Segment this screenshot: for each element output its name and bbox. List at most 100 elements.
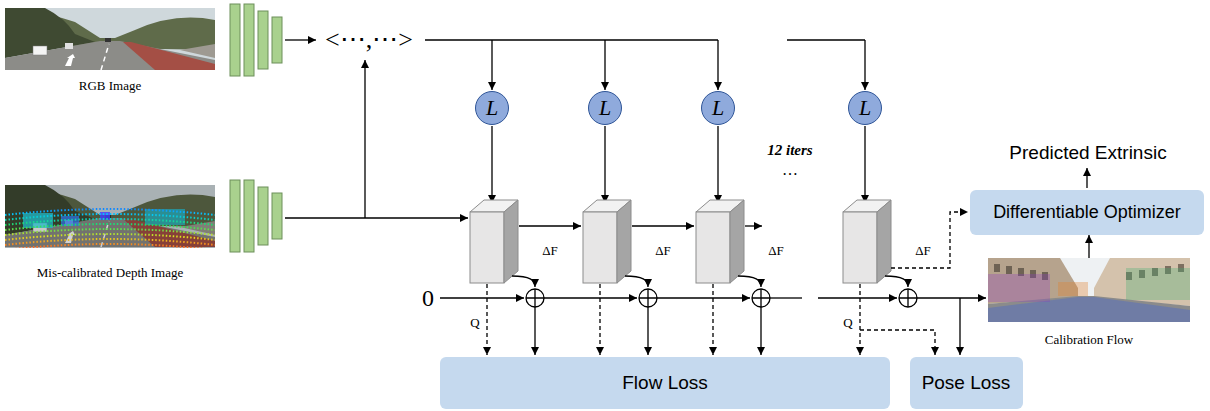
image-node: Calibration Flow <box>988 258 1190 348</box>
arrow <box>512 276 535 287</box>
car <box>33 46 47 55</box>
node-text: Flow Loss <box>622 372 708 394</box>
arrow <box>885 276 908 287</box>
car <box>105 38 111 42</box>
depth-points <box>100 212 110 220</box>
arrow <box>534 307 535 355</box>
encoder-layer <box>272 193 282 239</box>
arrow <box>440 297 524 298</box>
arrow <box>519 225 581 226</box>
node-text: L <box>859 95 871 120</box>
arrow <box>959 298 960 355</box>
sum-symbol <box>526 289 544 307</box>
arrow <box>738 276 761 287</box>
arrow <box>491 40 492 90</box>
sky <box>5 8 215 70</box>
flow-overlay <box>1126 268 1190 300</box>
q-label: Q <box>843 316 852 329</box>
arrow <box>544 297 637 298</box>
node-text: L <box>712 95 724 120</box>
correlation-symbol: <⋯,⋯> <box>325 27 413 53</box>
arrow <box>625 276 648 287</box>
gru-block <box>504 200 518 283</box>
arrow <box>1086 168 1087 188</box>
update-label: ΔF <box>768 244 784 257</box>
encoder-layer <box>258 11 268 69</box>
depth-points <box>61 216 79 226</box>
arrow <box>717 40 718 90</box>
image-node: RGB Image <box>5 8 215 94</box>
arrow <box>285 39 316 40</box>
photo-content <box>5 185 215 248</box>
depth-points <box>23 213 53 228</box>
arrow <box>760 307 761 355</box>
dashed-arrow <box>599 284 600 355</box>
lookup-circle: L <box>475 91 509 125</box>
window <box>994 264 1000 272</box>
node-text: RGB Image <box>79 79 141 94</box>
building <box>988 258 1078 304</box>
lookup-circle: L <box>701 91 735 125</box>
arrow <box>604 126 605 203</box>
line <box>787 39 865 40</box>
dashed-arrow <box>891 212 968 268</box>
encoder-layer <box>258 187 268 245</box>
arrow <box>285 217 468 218</box>
node-text: Pose Loss <box>922 372 1011 394</box>
window <box>1006 266 1012 274</box>
line <box>425 39 718 40</box>
photo-content <box>5 8 215 70</box>
dashed-arrow <box>859 284 860 355</box>
arrow <box>818 297 897 298</box>
flow-overlay <box>1058 282 1088 296</box>
lookup-circle: L <box>848 91 882 125</box>
loss-box: Flow Loss <box>440 357 890 409</box>
flow-overlay <box>988 274 1050 302</box>
road-arrow <box>65 54 75 66</box>
lane-mark <box>101 44 109 70</box>
loss-box: Pose Loss <box>910 357 1023 409</box>
car <box>65 43 73 49</box>
gru-block <box>843 212 877 283</box>
line <box>770 297 802 298</box>
node-text: Mis-calibrated Depth Image <box>37 266 184 281</box>
node-text: L <box>486 95 498 120</box>
photo <box>5 8 215 70</box>
photo <box>5 185 215 250</box>
gru-block <box>583 212 617 283</box>
lookup-circle: L <box>588 91 622 125</box>
photo-content <box>988 258 1190 322</box>
encoder-layer <box>230 180 240 252</box>
update-label: ΔF <box>915 244 931 257</box>
update-label: ΔF <box>655 244 671 257</box>
encoder-layer <box>230 4 240 76</box>
image-node: Mis-calibrated Depth Image <box>5 185 215 281</box>
arrow <box>717 126 718 203</box>
arrow <box>491 126 492 203</box>
output-label: Predicted Extrinsic <box>1009 143 1166 162</box>
lidar-scan <box>5 244 215 248</box>
arrow <box>917 297 986 298</box>
gru-block <box>617 200 631 283</box>
arrow <box>647 307 648 355</box>
node-text: L <box>599 95 611 120</box>
arrow <box>864 40 865 90</box>
sum-symbol <box>639 289 657 307</box>
shade <box>5 185 215 248</box>
dashed-arrow <box>712 284 713 355</box>
depth-points <box>145 209 185 225</box>
sum-symbol <box>899 289 917 307</box>
sum-symbol <box>752 289 770 307</box>
bike-lane <box>123 42 215 70</box>
sum-symbol <box>899 289 917 307</box>
connector <box>1088 235 1089 258</box>
sum-symbol <box>639 289 657 307</box>
initial-flow: 0 <box>422 286 434 310</box>
gru-block <box>877 200 891 283</box>
sky <box>5 185 215 248</box>
gru-block <box>696 212 730 283</box>
ellipsis: … <box>782 162 798 178</box>
encoder-layer <box>272 17 282 63</box>
